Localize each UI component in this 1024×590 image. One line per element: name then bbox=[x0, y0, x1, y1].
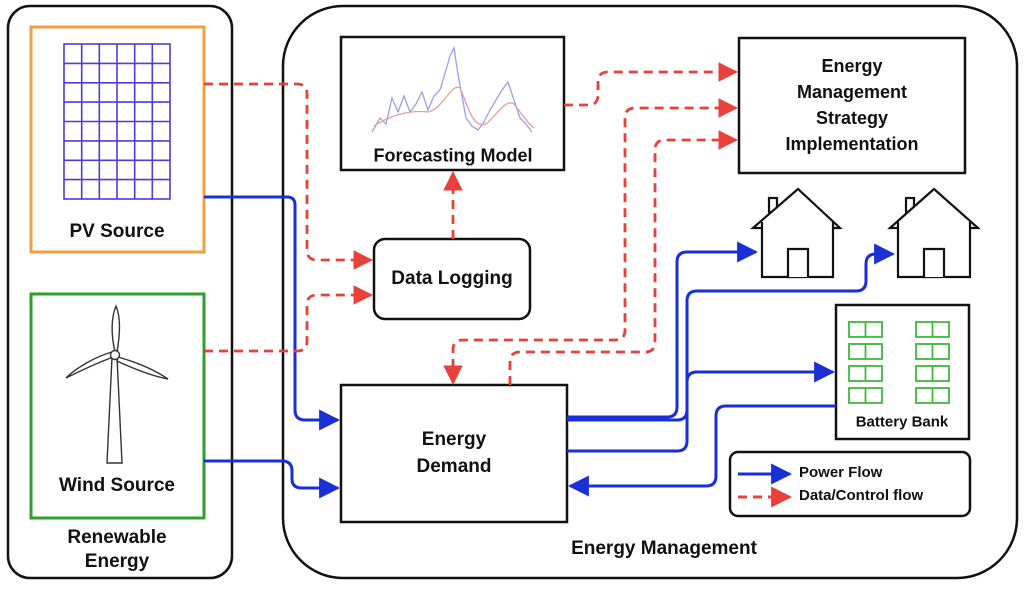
battery-bank-label: Battery Bank bbox=[855, 413, 949, 431]
energy-management-label: Energy Management bbox=[571, 538, 757, 559]
battery-bank-box bbox=[834, 303, 971, 441]
legend-power-flow-label: Power Flow bbox=[799, 464, 883, 481]
data-flow-pv-to-logging bbox=[204, 82, 373, 270]
house-icon bbox=[887, 187, 981, 279]
renewable-energy-label: Renewable Energy bbox=[67, 527, 167, 572]
energy-demand-label: Energy Demand bbox=[416, 429, 492, 477]
power-flow-battery-to-demand bbox=[567, 404, 836, 497]
solar-panel-icon bbox=[63, 43, 171, 200]
legend-box bbox=[728, 450, 972, 518]
data-logging-label: Data Logging bbox=[391, 268, 513, 289]
power-flow-demand-to-battery bbox=[567, 361, 836, 453]
wind-source-label: Wind Source bbox=[59, 475, 175, 496]
data-flow-forecast-to-ems bbox=[564, 62, 738, 107]
power-flow-demand-to-house-2 bbox=[567, 243, 896, 422]
pv-source-label: PV Source bbox=[69, 221, 165, 242]
house-icon bbox=[750, 187, 843, 279]
wind-source-box bbox=[29, 292, 206, 520]
data-flow-demand-to-ems bbox=[508, 130, 738, 385]
power-flow-demand-to-house-1 bbox=[567, 241, 759, 419]
pv-source-box bbox=[29, 25, 206, 254]
data-flow-wind-to-logging bbox=[204, 285, 373, 353]
ems-implementation-label: Energy Management Strategy Implementatio… bbox=[785, 56, 919, 154]
forecasting-model-label: Forecasting Model bbox=[373, 145, 533, 166]
power-flow-wind-to-demand bbox=[204, 459, 341, 499]
renewable-energy-group bbox=[6, 4, 234, 580]
wind-turbine-icon bbox=[65, 304, 169, 464]
data-flow-demand-ems bbox=[443, 98, 738, 385]
forecast-chart-icon bbox=[371, 45, 535, 133]
battery-cell-icon bbox=[848, 321, 950, 404]
legend-data-flow-label: Data/Control flow bbox=[799, 487, 924, 504]
ems-implementation-box bbox=[737, 36, 967, 175]
power-flow-pv-to-demand bbox=[204, 195, 341, 431]
data-flow-arrows bbox=[204, 62, 738, 385]
energy-management-group bbox=[281, 4, 1019, 580]
energy-demand-box bbox=[339, 383, 569, 524]
